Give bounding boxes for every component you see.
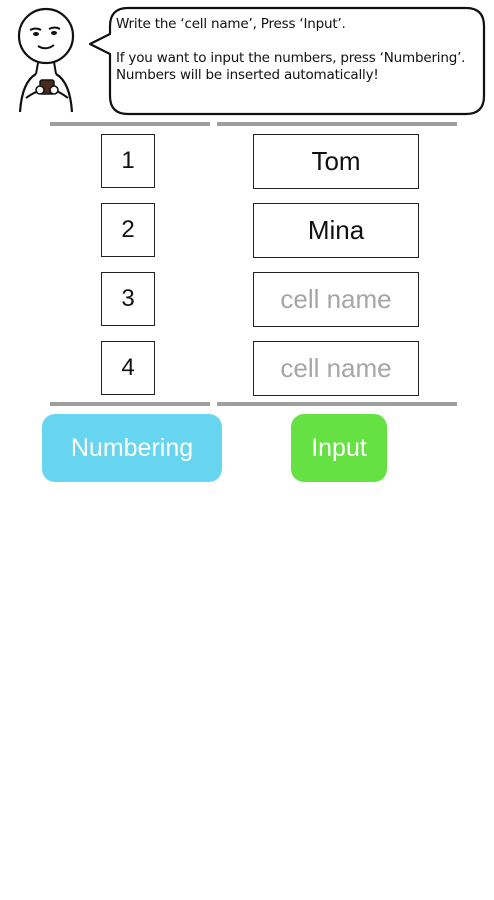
row-number-box: 4 bbox=[101, 341, 155, 395]
top-divider-right bbox=[217, 122, 457, 126]
instruction-line-2: If you want to input the numbers, press … bbox=[116, 50, 466, 83]
input-button[interactable]: Input bbox=[291, 414, 387, 482]
row-number-box: 3 bbox=[101, 272, 155, 326]
cell-name-input[interactable] bbox=[253, 203, 419, 258]
speech-bubble-shape bbox=[88, 6, 486, 116]
bottom-divider-right bbox=[217, 402, 457, 406]
cell-name-input[interactable] bbox=[253, 272, 419, 327]
cell-name-input[interactable] bbox=[253, 341, 419, 396]
row-number-box: 2 bbox=[101, 203, 155, 257]
numbering-button[interactable]: Numbering bbox=[42, 414, 222, 482]
speech-bubble: Write the ‘cell name’, Press ‘Input’. If… bbox=[88, 6, 488, 118]
speech-bubble-text: Write the ‘cell name’, Press ‘Input’. If… bbox=[116, 16, 476, 84]
instruction-line-1: Write the ‘cell name’, Press ‘Input’. bbox=[116, 16, 346, 32]
bottom-divider-left bbox=[50, 402, 210, 406]
cell-name-input[interactable] bbox=[253, 134, 419, 189]
mascot-character-icon bbox=[17, 7, 75, 113]
top-divider-left bbox=[50, 122, 210, 126]
row-number-box: 1 bbox=[101, 134, 155, 188]
